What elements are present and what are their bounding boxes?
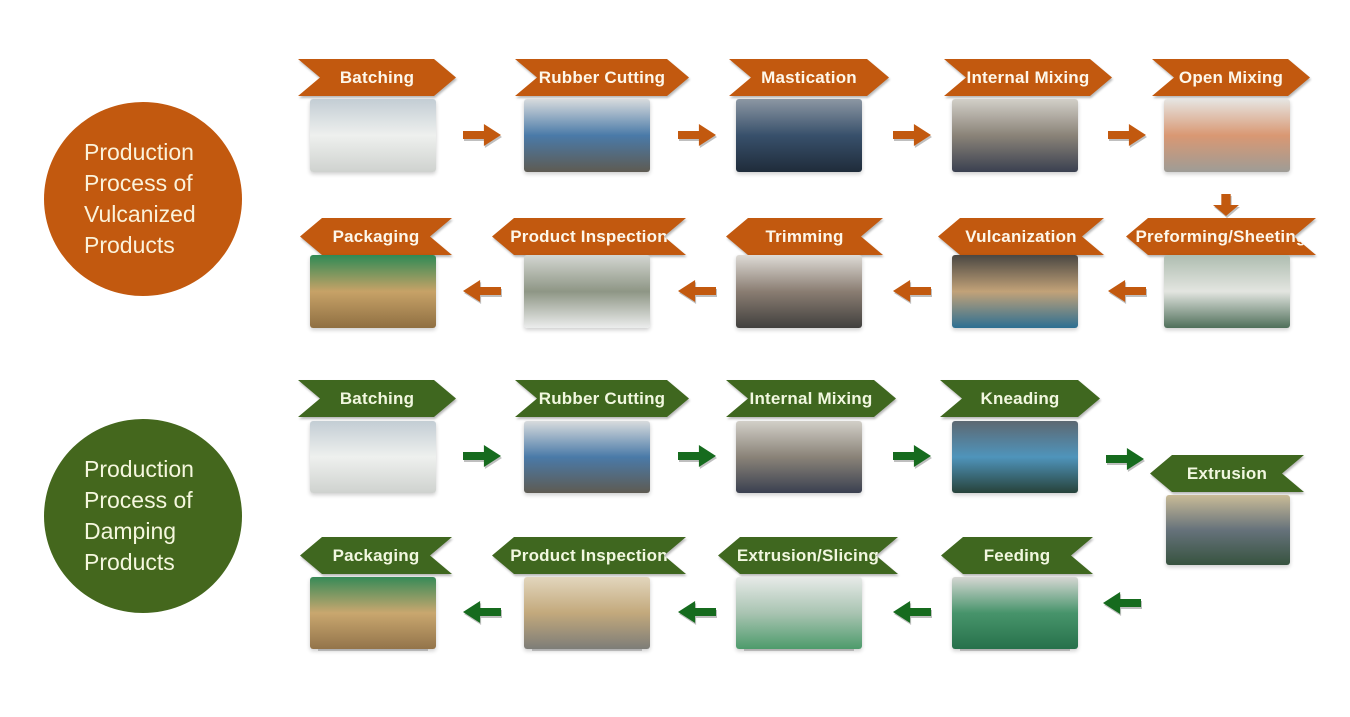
photo-vulcanized-packaging: [310, 255, 436, 328]
title-line: Production: [84, 456, 194, 482]
banner-damping-batching: Batching: [298, 380, 456, 417]
step-label: Product Inspection: [510, 545, 668, 565]
banner-damping-extrusion: Extrusion: [1150, 455, 1304, 492]
flow-arrow-left-icon: [463, 280, 501, 302]
title-line: Damping: [84, 518, 177, 544]
step-label: Internal Mixing: [749, 388, 873, 408]
step-label: Extrusion/Slicing: [736, 545, 880, 565]
photo-damping-extrusion: [1166, 495, 1290, 565]
banner-damping-packaging: Packaging: [300, 537, 452, 574]
banner-damping-extrusion-slicing: Extrusion/Slicing: [718, 537, 898, 574]
step-label: Feeding: [983, 545, 1051, 565]
vulcanized-process-title: Production Process of Vulcanized Product…: [44, 137, 196, 261]
step-label: Internal Mixing: [966, 67, 1090, 87]
title-line: Process of: [84, 170, 193, 196]
step-label: Kneading: [980, 388, 1060, 408]
photo-vulcanized-trimming: [736, 255, 862, 328]
flow-arrow-left-icon: [893, 601, 931, 623]
photo-vulcanized-open-mixing: [1164, 99, 1290, 172]
banner-damping-feeding: Feeding: [941, 537, 1093, 574]
banner-vulcanized-packaging: Packaging: [300, 218, 452, 255]
photo-damping-kneading: [952, 421, 1078, 493]
flow-arrow-right-icon: [1108, 124, 1146, 146]
step-label: Vulcanization: [965, 226, 1077, 246]
step-label: Preforming/Sheeting: [1135, 226, 1307, 246]
title-line: Vulcanized: [84, 201, 196, 227]
flow-arrow-left-icon: [893, 280, 931, 302]
title-line: Process of: [84, 487, 193, 513]
photo-vulcanized-preforming-sheeting: [1164, 255, 1290, 328]
photo-vulcanized-mastication: [736, 99, 862, 172]
banner-vulcanized-mastication: Mastication: [729, 59, 889, 96]
step-label: Packaging: [332, 545, 420, 565]
title-line: Products: [84, 549, 175, 575]
banner-vulcanized-product-inspection: Product Inspection: [492, 218, 686, 255]
banner-vulcanized-trimming: Trimming: [726, 218, 883, 255]
damping-process-title: Production Process of Damping Products: [44, 454, 194, 578]
flow-arrow-right-icon: [1106, 448, 1144, 470]
banner-damping-kneading: Kneading: [940, 380, 1100, 417]
step-label: Extrusion: [1186, 463, 1268, 483]
photo-damping-packaging: [310, 577, 436, 649]
photo-damping-internal-mixing: [736, 421, 862, 493]
damping-process-circle: Production Process of Damping Products: [44, 419, 242, 613]
photo-damping-rubber-cutting: [524, 421, 650, 493]
flow-arrow-right-icon: [463, 124, 501, 146]
flow-arrow-left-icon: [1108, 280, 1146, 302]
photo-vulcanized-batching: [310, 99, 436, 172]
flow-arrow-left-icon: [678, 280, 716, 302]
flow-arrow-left-icon: [678, 601, 716, 623]
vulcanized-process-circle: Production Process of Vulcanized Product…: [44, 102, 242, 296]
flow-arrow-right-icon: [678, 124, 716, 146]
banner-vulcanized-vulcanization: Vulcanization: [938, 218, 1104, 255]
banner-damping-internal-mixing: Internal Mixing: [726, 380, 896, 417]
banner-vulcanized-preforming-sheeting: Preforming/Sheeting: [1126, 218, 1316, 255]
banner-vulcanized-batching: Batching: [298, 59, 456, 96]
photo-vulcanized-vulcanization: [952, 255, 1078, 328]
title-line: Production: [84, 139, 194, 165]
photo-damping-feeding: [952, 577, 1078, 649]
flow-arrow-right-icon: [463, 445, 501, 467]
photo-damping-batching: [310, 421, 436, 493]
flow-arrow-right-icon: [893, 445, 931, 467]
photo-vulcanized-internal-mixing: [952, 99, 1078, 172]
flow-arrow-left-icon: [1103, 592, 1141, 614]
photo-vulcanized-rubber-cutting: [524, 99, 650, 172]
banner-vulcanized-open-mixing: Open Mixing: [1152, 59, 1310, 96]
flow-arrow-left-icon: [463, 601, 501, 623]
step-label: Mastication: [761, 67, 857, 87]
step-label: Trimming: [765, 226, 844, 246]
banner-vulcanized-internal-mixing: Internal Mixing: [944, 59, 1112, 96]
flow-arrow-right-icon: [893, 124, 931, 146]
flow-arrow-right-icon: [678, 445, 716, 467]
title-line: Products: [84, 232, 175, 258]
step-label: Batching: [339, 67, 415, 87]
photo-damping-extrusion-slicing: [736, 577, 862, 649]
banner-damping-rubber-cutting: Rubber Cutting: [515, 380, 689, 417]
flow-arrow-down-icon: [1213, 194, 1239, 216]
photo-damping-product-inspection: [524, 577, 650, 649]
step-label: Batching: [339, 388, 415, 408]
step-label: Rubber Cutting: [538, 67, 666, 87]
step-label: Open Mixing: [1178, 67, 1284, 87]
step-label: Rubber Cutting: [538, 388, 666, 408]
banner-vulcanized-rubber-cutting: Rubber Cutting: [515, 59, 689, 96]
photo-vulcanized-product-inspection: [524, 255, 650, 328]
step-label: Packaging: [332, 226, 420, 246]
banner-damping-product-inspection: Product Inspection: [492, 537, 686, 574]
step-label: Product Inspection: [510, 226, 668, 246]
